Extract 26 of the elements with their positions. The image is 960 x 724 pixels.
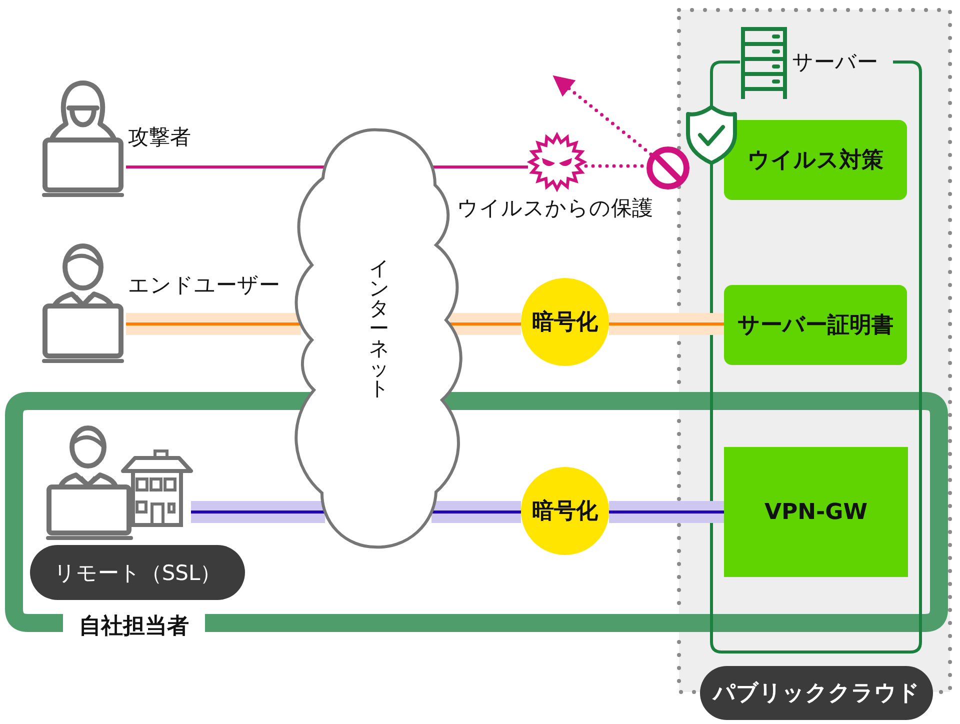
process-box: ウイルス対策 (724, 120, 907, 200)
person-label: 攻撃者 (128, 124, 191, 151)
connector-line (432, 166, 528, 168)
encryption-circle: 暗号化 (521, 278, 609, 366)
connector-line (126, 322, 301, 326)
connector-line (432, 510, 521, 514)
cloud-label: インターネット (368, 258, 390, 398)
frame-label: 自社担当者 (78, 613, 190, 641)
worker-house-icon (45, 425, 191, 541)
connector-line (609, 322, 724, 326)
caption-text: ウイルスからの保護 (457, 195, 653, 222)
hacker-laptop-icon (40, 80, 126, 198)
connector-line (449, 322, 521, 326)
process-box: VPN-GW (724, 447, 908, 577)
prohibition-icon (646, 146, 690, 190)
person-label: エンドユーザー (128, 272, 280, 299)
virus-icon (528, 133, 586, 191)
connector-line (126, 166, 325, 168)
connector-line (609, 510, 724, 514)
process-box: サーバー証明書 (724, 285, 907, 365)
encryption-circle: 暗号化 (521, 467, 609, 555)
connector-line (191, 510, 326, 514)
region-label: パブリッククラウド (700, 666, 933, 720)
dotted-arrow (552, 75, 653, 156)
tag-label: リモート（SSL） (30, 545, 245, 600)
server-label: サーバー (792, 49, 878, 76)
